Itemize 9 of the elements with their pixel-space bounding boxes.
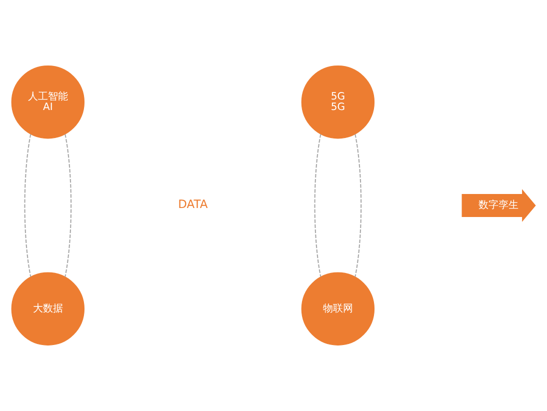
node-circle: 5G 5G xyxy=(301,66,375,139)
label: DATA xyxy=(178,197,208,212)
node-circle: 大数据 xyxy=(11,272,85,346)
connector xyxy=(314,134,322,277)
node-circle: 人工智能 AI xyxy=(11,66,85,139)
connector xyxy=(354,134,362,277)
connector xyxy=(24,134,32,277)
node-circle: 物联网 xyxy=(301,272,375,346)
connector xyxy=(64,134,72,277)
